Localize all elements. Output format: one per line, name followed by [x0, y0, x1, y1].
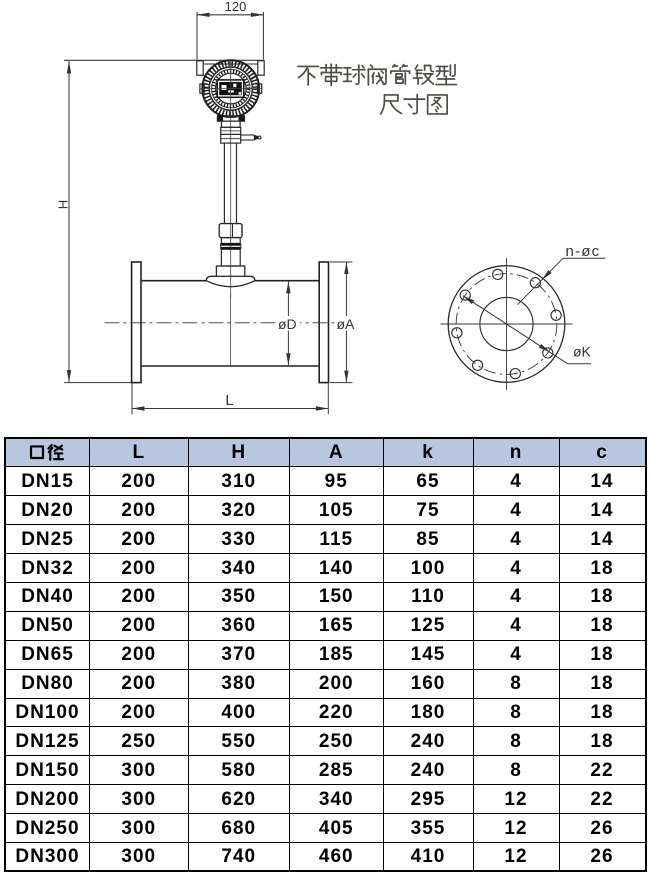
svg-text:øK: øK	[573, 344, 592, 360]
svg-text:øA: øA	[337, 316, 356, 332]
svg-text:L: L	[225, 392, 233, 409]
svg-text:H: H	[56, 200, 71, 209]
svg-text:n-øc: n-øc	[566, 243, 601, 260]
svg-text:120: 120	[225, 0, 247, 14]
svg-text:øD: øD	[278, 316, 297, 332]
